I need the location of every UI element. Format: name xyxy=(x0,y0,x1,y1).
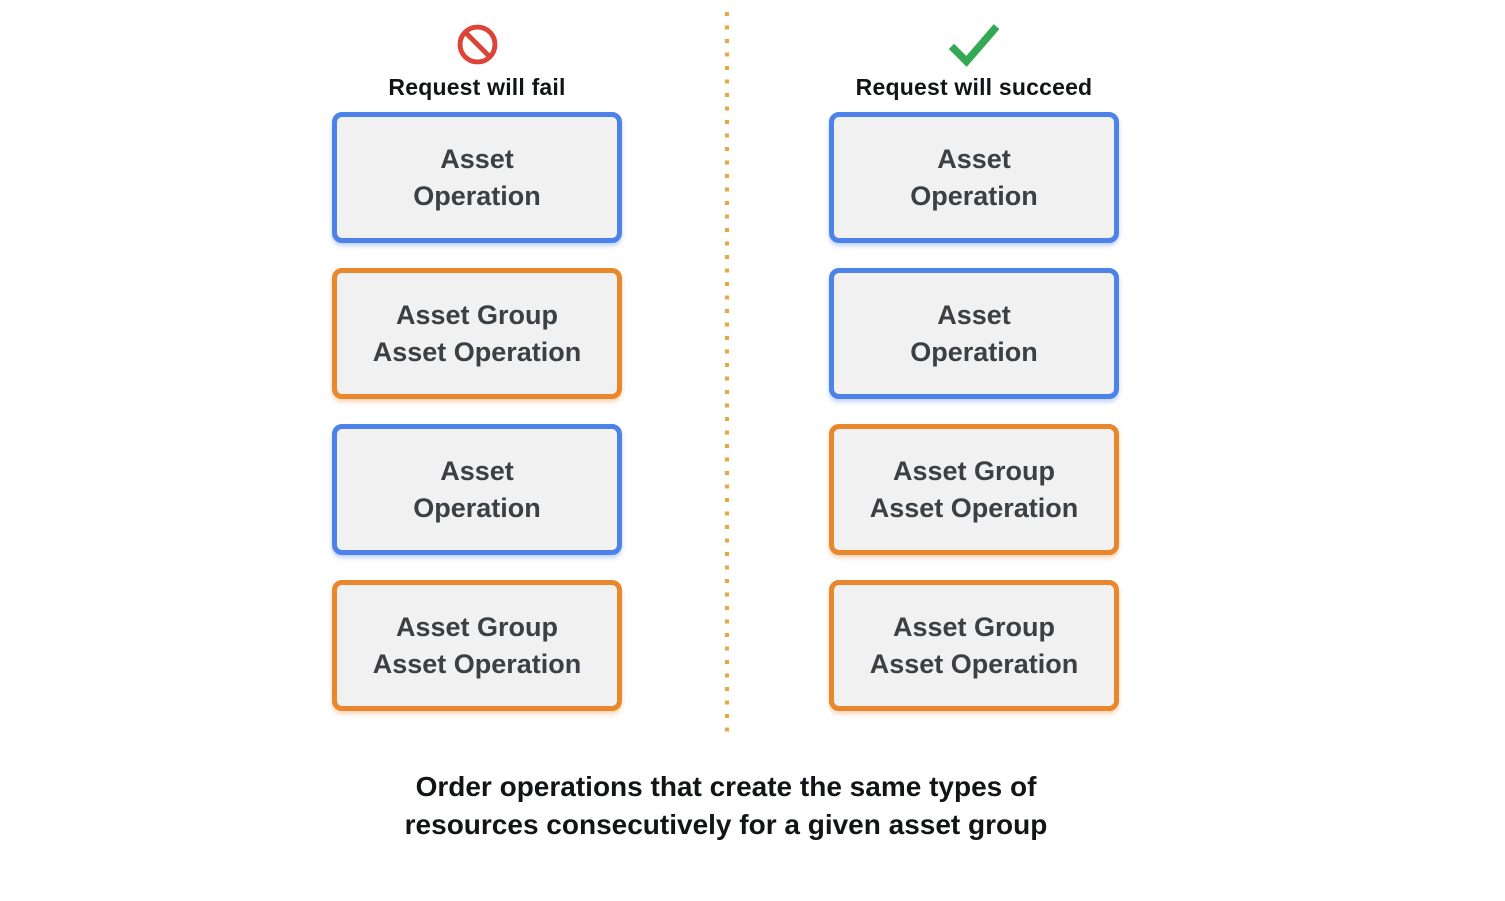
box-text: Asset Group xyxy=(892,611,1056,642)
box-text: Asset Group xyxy=(395,611,559,642)
succeed-box-list: Asset Operation Asset Operation Asset Gr… xyxy=(829,112,1119,711)
succeed-header: Request will succeed xyxy=(829,0,1119,112)
box-asset-group-asset-operation: Asset Group Asset Operation xyxy=(332,268,622,399)
box-asset-group-asset-operation: Asset Group Asset Operation xyxy=(332,580,622,711)
fail-header: Request will fail xyxy=(332,0,622,112)
box-text: Asset xyxy=(440,455,514,486)
caption: Order operations that create the same ty… xyxy=(0,768,1452,844)
fail-label: Request will fail xyxy=(388,74,566,100)
box-text: Operation xyxy=(910,336,1038,367)
fail-icon-slot xyxy=(456,0,499,68)
box-text: Asset xyxy=(440,143,514,174)
box-text: Asset xyxy=(937,299,1011,330)
caption-line: Order operations that create the same ty… xyxy=(415,771,1037,802)
succeed-icon-slot xyxy=(945,0,1003,68)
box-asset-group-asset-operation: Asset Group Asset Operation xyxy=(829,424,1119,555)
checkmark-icon xyxy=(948,23,1000,67)
box-text: Asset Operation xyxy=(372,648,582,679)
box-asset-group-asset-operation: Asset Group Asset Operation xyxy=(829,580,1119,711)
box-text: Asset Operation xyxy=(372,336,582,367)
box-text: Operation xyxy=(910,180,1038,211)
fail-box-list: Asset Operation Asset Group Asset Operat… xyxy=(332,112,622,711)
box-text: Asset Group xyxy=(395,299,559,330)
fail-column: Request will fail Asset Operation Asset … xyxy=(332,0,622,711)
succeed-column: Request will succeed Asset Operation Ass… xyxy=(829,0,1119,711)
box-asset-operation: Asset Operation xyxy=(829,268,1119,399)
prohibited-icon xyxy=(457,24,497,64)
succeed-label: Request will succeed xyxy=(855,74,1093,100)
box-text: Asset Operation xyxy=(869,648,1079,679)
box-text: Operation xyxy=(413,180,541,211)
box-text: Asset Group xyxy=(892,455,1056,486)
column-divider xyxy=(725,12,729,738)
box-text: Operation xyxy=(413,492,541,523)
box-text: Asset Operation xyxy=(869,492,1079,523)
box-asset-operation: Asset Operation xyxy=(332,424,622,555)
box-text: Asset xyxy=(937,143,1011,174)
caption-line: resources consecutively for a given asse… xyxy=(404,809,1048,840)
box-asset-operation: Asset Operation xyxy=(829,112,1119,243)
box-asset-operation: Asset Operation xyxy=(332,112,622,243)
